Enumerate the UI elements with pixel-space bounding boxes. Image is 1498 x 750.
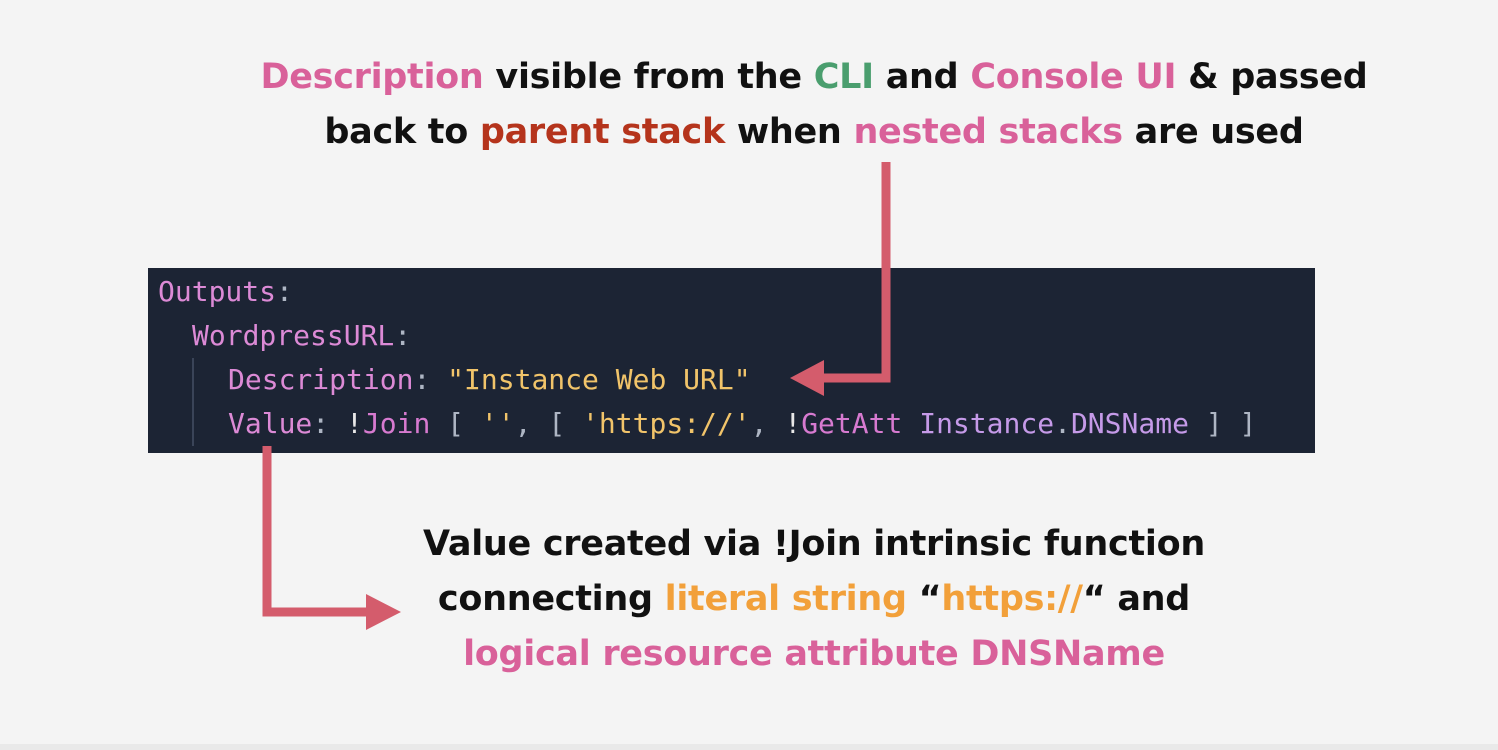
yaml-comma: , xyxy=(514,407,549,440)
indent-guide xyxy=(192,358,194,446)
yaml-colon: : xyxy=(394,319,412,352)
top-annotation: Description visible from the CLI and Con… xyxy=(180,50,1448,160)
top-annotation-line-1: Description visible from the CLI and Con… xyxy=(180,50,1448,105)
bottom-annotation-line-1: Value created via !Join intrinsic functi… xyxy=(423,524,1205,564)
yaml-string: "Instance Web URL" xyxy=(447,363,751,396)
bottom-annotation-line-3: logical resource attribute DNSName xyxy=(463,634,1165,674)
arrow-head xyxy=(366,594,401,630)
yaml-string: 'https://' xyxy=(582,407,751,440)
top-text: are used xyxy=(1122,112,1304,152)
yaml-tag-bang: ! xyxy=(346,407,363,440)
yaml-dot: . xyxy=(1054,407,1071,440)
top-text: back to xyxy=(324,112,480,152)
bottom-text: connecting xyxy=(437,579,665,619)
yaml-bracket: [ xyxy=(430,407,481,440)
slide-bottom-border xyxy=(0,744,1498,750)
code-block: Outputs: WordpressURL: Description: "Ins… xyxy=(148,268,1315,453)
top-text: and xyxy=(873,57,971,97)
yaml-key: Outputs xyxy=(158,275,277,308)
yaml-bracket: ] ] xyxy=(1188,407,1257,440)
top-annotation-line-2: back to parent stack when nested stacks … xyxy=(180,105,1448,160)
term-console-ui: Console UI xyxy=(970,57,1177,97)
bottom-annotation: Value created via !Join intrinsic functi… xyxy=(360,517,1268,682)
term-cli: CLI xyxy=(813,57,874,97)
top-text: visible from the xyxy=(483,57,814,97)
bottom-text: “ and xyxy=(1082,579,1191,619)
yaml-colon: : xyxy=(276,275,293,308)
term-literal-string: literal string xyxy=(664,579,907,619)
arrow-line xyxy=(262,446,370,617)
yaml-string: '' xyxy=(480,407,515,440)
yaml-colon: : xyxy=(312,407,347,440)
yaml-key: WordpressURL xyxy=(192,319,395,352)
yaml-key: Description xyxy=(228,363,414,396)
intrinsic-function-getatt: GetAtt xyxy=(801,407,903,440)
top-text: & passed xyxy=(1176,57,1368,97)
bottom-text: “ xyxy=(906,579,942,619)
logical-resource-name: Instance xyxy=(919,407,1055,440)
bottom-annotation-line-2: connecting literal string “https://“ and xyxy=(360,572,1268,627)
top-text: when xyxy=(724,112,854,152)
arrow-head xyxy=(790,360,824,396)
yaml-comma: , xyxy=(750,407,785,440)
yaml-colon: : xyxy=(413,363,448,396)
arrow-to-description xyxy=(790,162,891,396)
code-line-outputs: Outputs: xyxy=(158,270,293,314)
term-parent-stack: parent stack xyxy=(479,112,725,152)
term-https: https:// xyxy=(941,579,1083,619)
resource-attribute: DNSName xyxy=(1070,407,1189,440)
yaml-tag-bang: ! xyxy=(784,407,802,440)
yaml-bracket: [ xyxy=(548,407,583,440)
code-line-description: Description: "Instance Web URL" xyxy=(228,358,751,402)
code-line-wordpressurl: WordpressURL: xyxy=(192,314,411,358)
term-nested-stacks: nested stacks xyxy=(853,112,1123,152)
code-line-value: Value: !Join [ '', [ 'https://', !GetAtt… xyxy=(228,402,1256,446)
yaml-key: Value xyxy=(228,407,313,440)
term-description: Description xyxy=(260,57,484,97)
arrow-line xyxy=(820,162,891,383)
arrow-to-bottom-caption xyxy=(262,446,401,630)
intrinsic-function-join: Join xyxy=(362,407,431,440)
